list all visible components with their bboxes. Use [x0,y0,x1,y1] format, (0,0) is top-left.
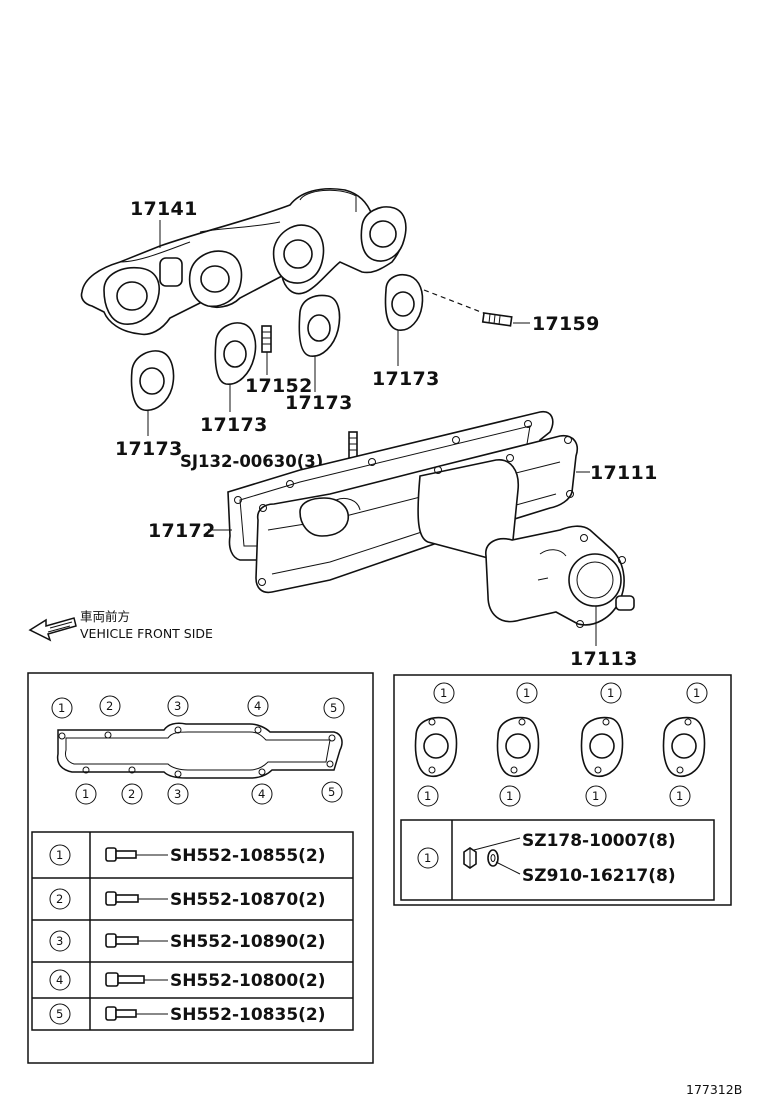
washer-icon [487,849,521,875]
label-17159: 17159 [532,313,600,335]
nut-icon [463,837,521,869]
svg-text:1: 1 [82,787,89,801]
label-17173-far-right: 17173 [372,368,440,390]
svg-text:1: 1 [56,848,63,862]
washer-part-number: SZ910-16217(8) [522,866,676,886]
intake-connector-17113 [485,525,635,628]
nut-part-number: SZ178-10007(8) [522,831,676,851]
svg-text:1: 1 [424,851,431,865]
bolt-part-number: SH552-10890(2) [170,932,326,952]
bolt-icon [105,847,168,862]
label-17173-left: 17173 [115,438,183,460]
bolt-icon [105,891,168,906]
bolt-markers-bottom: 1 2 3 4 5 [75,781,343,805]
bolt-part-number: SH552-10870(2) [170,890,326,910]
label-17113: 17113 [570,648,638,670]
figure-id: 177312B [686,1082,742,1097]
guide-line-17159 [423,289,487,315]
exhaust-manifold [80,188,407,336]
nut-location-box [393,674,732,906]
bolt-row-2: 2 SH552-10870(2) [49,888,326,910]
nut-markers-top: 1 1 1 1 [433,682,708,704]
front-direction-arrow-icon [28,617,77,642]
svg-text:5: 5 [56,1007,63,1021]
svg-text:3: 3 [174,699,181,713]
svg-text:4: 4 [258,787,265,801]
bolt-table: 1 SH552-10855(2) 2 SH552-10870(2) 3 [31,831,354,1031]
label-17152: 17152 [245,375,313,397]
svg-text:5: 5 [330,701,337,715]
label-17173-middle: 17173 [200,414,268,436]
stud-sj132 [348,431,358,459]
bolt-gasket-outline [56,722,343,779]
label-17173-right: 17173 [285,392,353,414]
nut-flanges [414,716,706,777]
svg-text:3: 3 [174,787,181,801]
gasket-17173-middle [214,322,257,385]
label-17172: 17172 [148,520,216,542]
front-label-jp: 車両前方 [80,609,130,624]
nut-table: 1 SZ178-10007(8) SZ910-16217(8) [400,819,715,901]
bolt-location-box [27,672,374,1064]
bolt-part-number: SH552-10835(2) [170,1005,326,1025]
nut-markers-bottom: 1 1 1 1 [417,785,691,807]
gasket-17173-right [298,294,341,357]
svg-text:1: 1 [58,701,65,715]
label-sj132-stud: SJ132-00630(3) [180,452,323,471]
label-17111: 17111 [590,462,658,484]
svg-text:5: 5 [328,785,335,799]
svg-text:1: 1 [523,686,530,700]
svg-text:1: 1 [424,789,431,803]
svg-text:1: 1 [676,789,683,803]
bolt-icon [105,1006,168,1021]
svg-text:1: 1 [506,789,513,803]
bolt-part-number: SH552-10800(2) [170,971,326,991]
bolt-row-3: 3 SH552-10890(2) [49,930,326,952]
bolt-part-number: SH552-10855(2) [170,846,326,866]
bolt-icon [105,972,168,987]
svg-text:1: 1 [440,686,447,700]
svg-text:1: 1 [607,686,614,700]
front-label-en: VEHICLE FRONT SIDE [80,626,213,641]
svg-text:2: 2 [106,699,113,713]
gasket-17173-left [130,350,175,412]
intake-manifold-17111 [255,434,578,594]
stud-17152 [261,325,272,353]
svg-text:2: 2 [128,787,135,801]
svg-text:4: 4 [254,699,261,713]
svg-text:2: 2 [56,892,63,906]
gasket-17173-far-right [384,274,424,331]
svg-text:1: 1 [592,789,599,803]
bolt-row-5: 5 SH552-10835(2) [49,1003,326,1025]
svg-text:3: 3 [56,934,63,948]
bolt-row-1: 1 SH552-10855(2) [49,844,326,866]
svg-text:1: 1 [693,686,700,700]
bolt-row-4: 4 SH552-10800(2) [49,969,326,991]
bolt-icon [105,933,168,948]
svg-text:4: 4 [56,973,63,987]
bolt-markers-top: 1 2 3 4 5 [51,695,345,719]
label-17141: 17141 [130,198,198,220]
stud-17159 [481,312,513,327]
